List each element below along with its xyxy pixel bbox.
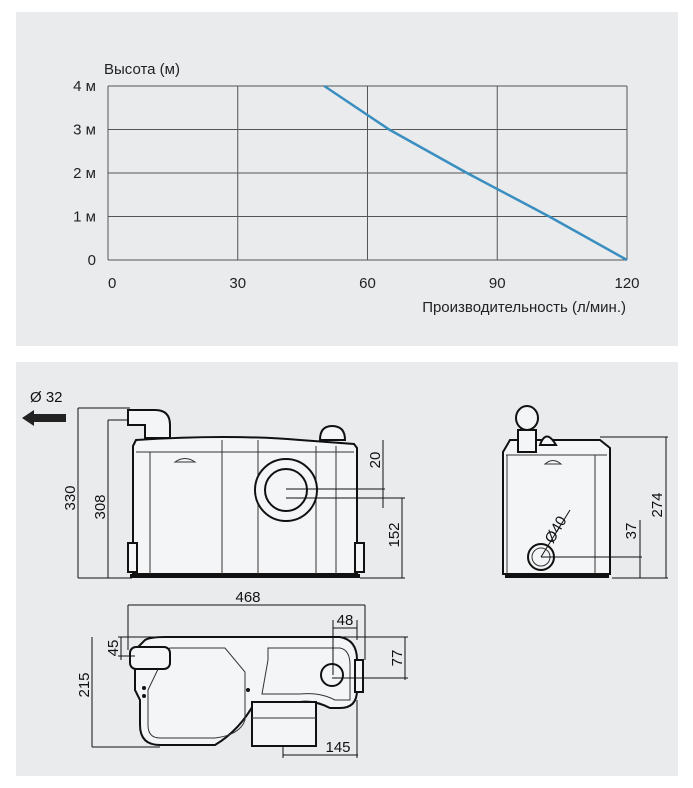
y-axis-label: Высота (м) [104,61,180,78]
top-view [129,636,364,747]
y-tick-label: 4 м [73,78,96,95]
x-axis-label: Производительность (л/мин.) [422,299,626,316]
performance-chart-panel: Высота (м) Производительность (л/мин.) 0… [16,12,678,346]
x-tick-label: 0 [108,275,116,292]
dim-20: 20 [367,452,384,469]
y-tick-label: 0 [88,252,96,269]
y-tick-label: 2 м [73,165,96,182]
dim-77: 77 [389,650,406,667]
dim-215: 215 [76,672,93,697]
dim-145: 145 [325,739,350,756]
outlet-arrow-icon [22,410,66,426]
y-tick-label: 3 м [73,122,96,139]
x-tick-label: 90 [489,275,506,292]
dim-274: 274 [649,492,666,517]
dim-330: 330 [62,485,79,510]
x-tick-label: 30 [229,275,246,292]
dimension-drawing-panel: Ø 32 [16,362,678,776]
dim-45: 45 [105,640,122,657]
x-tick-label: 60 [359,275,376,292]
technical-drawing: Ø 32 [22,389,668,758]
side-view [502,405,611,578]
outlet-diameter-label: Ø 32 [30,389,63,406]
top-dimensions: 468 48 45 77 215 145 [76,589,408,758]
series-line-pump-curve [323,84,628,262]
dim-48: 48 [337,612,354,629]
dim-308: 308 [92,494,109,519]
y-tick-label: 1 м [73,209,96,226]
dim-152: 152 [386,522,403,547]
front-dimensions: 330 308 20 152 [62,407,405,579]
dim-37: 37 [623,523,640,540]
dim-468: 468 [235,589,260,606]
x-tick-label: 120 [614,275,639,292]
front-view [127,409,365,578]
performance-chart: Высота (м) Производительность (л/мин.) 0… [73,61,639,316]
